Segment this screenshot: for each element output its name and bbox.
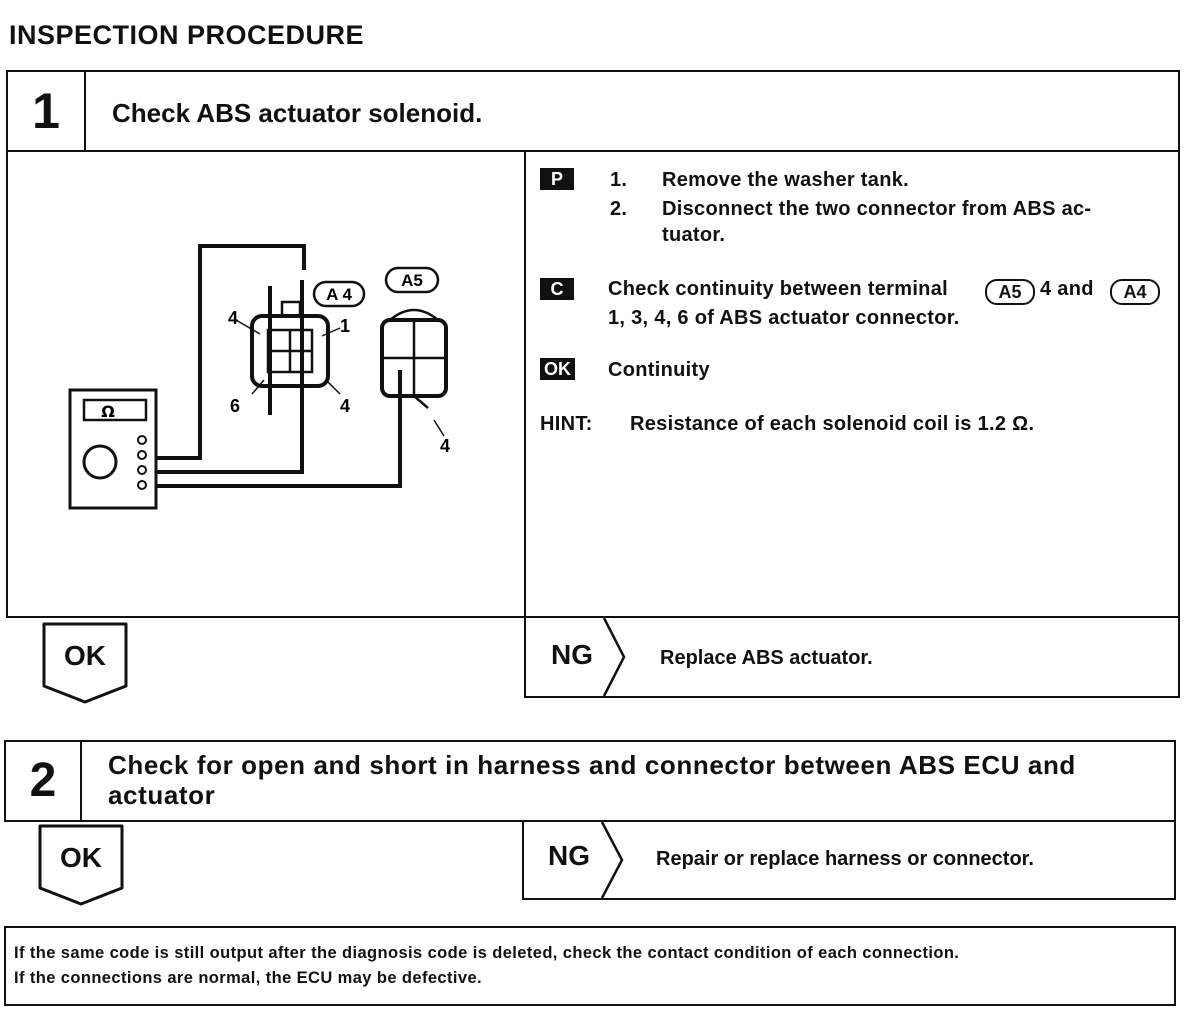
- prep-item-2-cont: tuator.: [662, 224, 726, 246]
- step1-ng-chevron: [602, 618, 626, 696]
- step2-ng-box: [522, 820, 1176, 900]
- hint-label: HINT:: [540, 413, 593, 435]
- step2-number: 2: [6, 742, 82, 820]
- step2-ok-label: OK: [60, 842, 102, 873]
- step1-ng-label: NG: [551, 639, 593, 670]
- step2-ng-chevron: [600, 822, 624, 898]
- step2-header: 2 Check for open and short in harness an…: [4, 740, 1176, 822]
- step1-number: 1: [8, 72, 86, 150]
- conn-tag-a5: A5: [401, 271, 423, 290]
- step2-ng-text: Repair or replace harness or connector.: [656, 848, 1034, 870]
- check-line1-a: Check continuity between terminal: [608, 278, 948, 300]
- ok-spec-text: Continuity: [608, 359, 710, 381]
- check-badge: C: [540, 278, 574, 300]
- step1-ok-label: OK: [64, 640, 106, 671]
- pin-label-4-bottom: 4: [340, 396, 350, 416]
- step2-title-line2: actuator: [108, 780, 216, 810]
- prep-item-1-num: 1.: [610, 169, 628, 191]
- check-conn-a5: A5: [985, 279, 1035, 305]
- prep-item-2-num: 2.: [610, 198, 628, 220]
- check-line1-b: 4 and: [1040, 278, 1094, 300]
- note-line-1: If the same code is still output after t…: [14, 944, 960, 962]
- meter-symbol: Ω: [101, 402, 115, 421]
- page-title: INSPECTION PROCEDURE: [9, 20, 365, 50]
- note-box: [4, 926, 1176, 1006]
- prep-item-2-text: Disconnect the two connector from ABS ac…: [662, 198, 1092, 220]
- conn-tag-a4: A 4: [326, 285, 352, 304]
- step1-body: [6, 150, 1180, 618]
- step2-title-line1: Check for open and short in harness and …: [108, 750, 1076, 780]
- prep-badge: P: [540, 168, 574, 190]
- ok-badge: OK: [540, 358, 575, 380]
- step2-ok-arrow: [38, 824, 124, 906]
- pin-label-6: 6: [230, 396, 240, 416]
- pin-label-4-top: 4: [228, 308, 238, 328]
- step2-ng-label: NG: [548, 840, 590, 871]
- continuity-diagram: Ω A 4 A5 4 1 6 4 4: [68, 244, 450, 510]
- step1-ng-text: Replace ABS actuator.: [660, 647, 873, 669]
- check-line2: 1, 3, 4, 6 of ABS actuator connector.: [608, 307, 960, 329]
- prep-item-1-text: Remove the washer tank.: [662, 169, 909, 191]
- pin-label-1: 1: [340, 316, 350, 336]
- step1-header: 1 Check ABS actuator solenoid.: [6, 70, 1180, 152]
- check-conn-a4: A4: [1110, 279, 1160, 305]
- hint-text: Resistance of each solenoid coil is 1.2 …: [630, 413, 1035, 435]
- step1-divider: [524, 150, 526, 618]
- note-line-2: If the connections are normal, the ECU m…: [14, 969, 483, 987]
- pin-label-4-a5: 4: [440, 436, 450, 456]
- step1-title: Check ABS actuator solenoid.: [112, 98, 483, 128]
- step1-ok-arrow: [42, 622, 128, 704]
- step1-ng-box: [524, 616, 1180, 698]
